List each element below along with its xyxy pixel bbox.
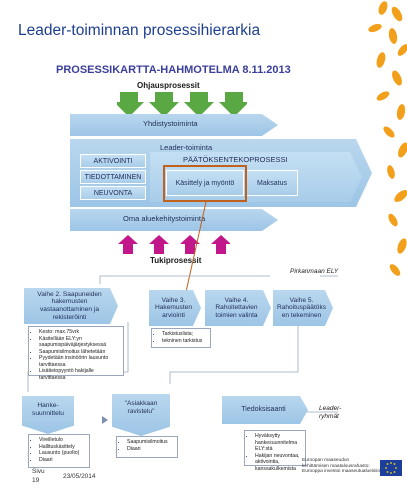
highlight-frame [163, 165, 247, 202]
note-item: Hakijan neuvontaa, aktivointia, kanssaku… [255, 453, 302, 473]
support-arrows [118, 235, 230, 254]
advising-box: NEUVONTA [80, 186, 146, 200]
association-label: Yhdistystoiminta [143, 119, 198, 128]
note-item: Hyväksytty hankesuunnitelma ELY:stä [255, 433, 302, 453]
step5-shape: Vaihe 5. Rahoituspäätöks en tekeminen [273, 290, 333, 326]
informing-notes: Hyväksytty hankesuunnitelma ELY:stä Haki… [244, 430, 306, 472]
decision-process-label: PÄÄTÖKSENTEKOPROSESSI [183, 155, 288, 164]
eu-line-2: kehittämisen maatalousrahasto: [302, 463, 370, 469]
own-development-label: Oma aluekehitystoiminta [123, 214, 206, 223]
informing-box: TIEDOTTAMINEN [80, 170, 146, 184]
page-label: Sivu [32, 468, 45, 475]
own-development-band [70, 209, 278, 231]
note-item: Vireilletulo [39, 437, 86, 444]
note-item: Saapumisilmoitus lähetetään [39, 349, 120, 356]
guidance-arrows [117, 92, 247, 117]
note-item: Pyydetään insinöörin lausunto tarvittaes… [39, 355, 120, 368]
note-item: Diaari [127, 446, 174, 453]
association-band [70, 114, 278, 136]
client-signal-shape: "Asiakkaan ravistelu" [112, 394, 170, 436]
note-item: Kesto: max.75vrk [39, 329, 120, 336]
note-item: Saapumisilmoitus [127, 439, 174, 446]
planning-notes: Vireilletulo Hallituskäsittely Lausunto … [28, 434, 90, 468]
step3-shape: Vaihe 3. Hakemusten arviointi [149, 290, 201, 326]
eu-line-3: Eurooppa investoi maaseutualueisiin [302, 469, 381, 475]
note-item: Hallituskäsittely [39, 444, 86, 451]
page-number: 19 [32, 477, 40, 484]
note-item: Tarkistuslista; [162, 331, 207, 338]
planning-shape: Hanke-suunnittelu [22, 396, 74, 434]
region-label: Pirkanmaan ELY [290, 268, 339, 275]
note-item: tekninen tarkistus [162, 338, 207, 345]
note-item: Käsitellään ELY:yn saapumispäiväjärjesty… [39, 336, 120, 349]
activation-box: AKTIVOINTI [80, 154, 146, 168]
client-notes: Saapumisilmoitus Diaari [116, 436, 178, 458]
note-item: Diaari [39, 457, 86, 464]
note-item: Lisätietopyyntö hakijalle tarvittaessa [39, 368, 120, 381]
step4-shape: Vaihe 4. Rahoitettavien toimien valinta [205, 290, 271, 326]
payment-box: Maksatus [246, 170, 298, 196]
note-item: Lausunto (puolto) [39, 450, 86, 457]
process-map-title: PROSESSIKARTTA-HAHMOTELMA 8.11.2013 [56, 64, 291, 76]
step3-notes: Tarkistuslista; tekninen tarkistus [151, 328, 211, 348]
handle-approve-box: Käsittely ja myöntö [166, 170, 244, 196]
sunflower-decoration [368, 1, 407, 276]
support-processes-label: Tukiprosessit [150, 256, 202, 265]
leader-label: Leader-toiminta [160, 143, 213, 152]
guidance-processes-label: Ohjausprosessit [137, 81, 200, 90]
eu-line-1: Euroopan maaseudun [302, 458, 350, 463]
group-label: Leader- ryhmät [319, 405, 342, 420]
eu-text: Euroopan maaseudun kehittämisen maatalou… [302, 458, 380, 475]
page-title: Leader-toiminnan prosessihierarkia [18, 22, 261, 39]
step2-notes: Kesto: max.75vrk Käsitellään ELY:yn saap… [28, 326, 124, 381]
informing-shape: Tiedoksisaanti [222, 396, 308, 424]
footer-date: 23/05/2014 [63, 473, 96, 480]
step2-shape: Vaihe 2. Saapuneiden hakemusten vastaano… [24, 288, 118, 324]
eu-flag-icon [380, 460, 402, 476]
